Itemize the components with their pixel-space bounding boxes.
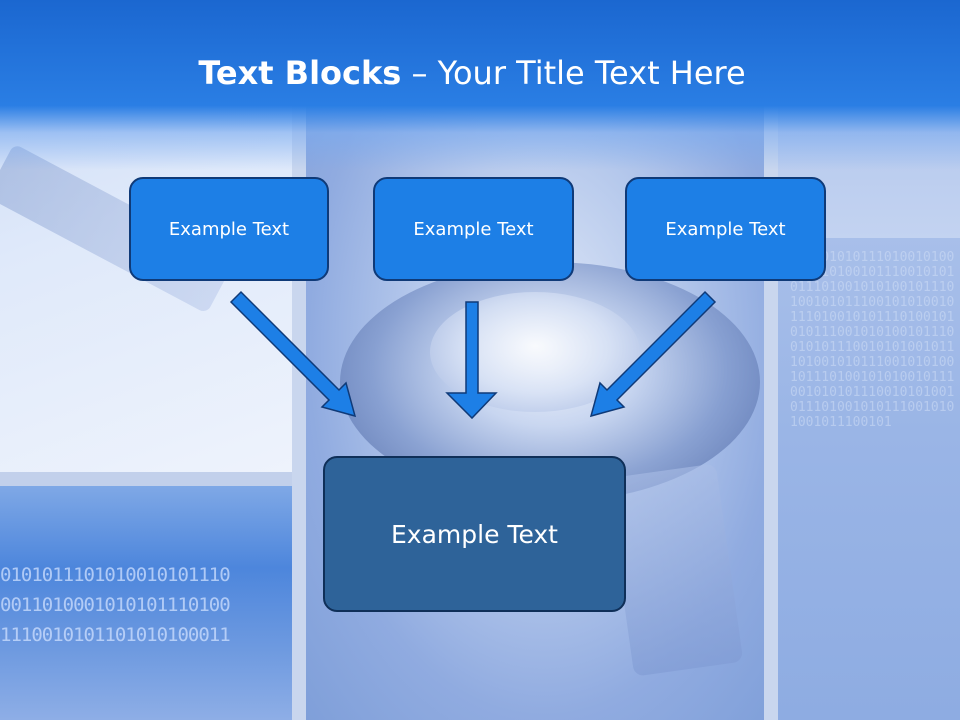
text-block-top-middle[interactable]: Example Text (373, 177, 574, 281)
background-divider (0, 472, 292, 486)
arrow-down-icon (445, 301, 498, 420)
binary-row: 0101011101010010101110 (0, 564, 231, 586)
text-block-label: Example Text (168, 218, 290, 240)
title-rest: Your Title Text Here (437, 54, 746, 92)
background-binary-column: 1010010101110100101001110101001011100101… (790, 250, 955, 430)
arrow-down-left-icon (589, 290, 717, 418)
text-block-top-right[interactable]: Example Text (625, 177, 826, 281)
background-binary-text: 0101011101010010101110 00110100010101011… (0, 560, 292, 650)
binary-row: 0011010001010101110100 (0, 594, 231, 616)
arrow-down-right-icon (229, 290, 357, 418)
title-bar (0, 0, 960, 170)
title-bold: Text Blocks (198, 54, 402, 92)
slide-title: Text Blocks – Your Title Text Here (0, 54, 944, 92)
text-block-bottom[interactable]: Example Text (323, 456, 626, 612)
binary-row: 1110010101101010100011 (0, 624, 231, 646)
background-binary-photo (0, 486, 292, 720)
text-block-top-left[interactable]: Example Text (129, 177, 329, 281)
text-block-label: Example Text (391, 519, 558, 549)
title-dash: – (401, 54, 438, 92)
text-block-label: Example Text (665, 218, 786, 240)
text-block-label: Example Text (413, 218, 534, 240)
